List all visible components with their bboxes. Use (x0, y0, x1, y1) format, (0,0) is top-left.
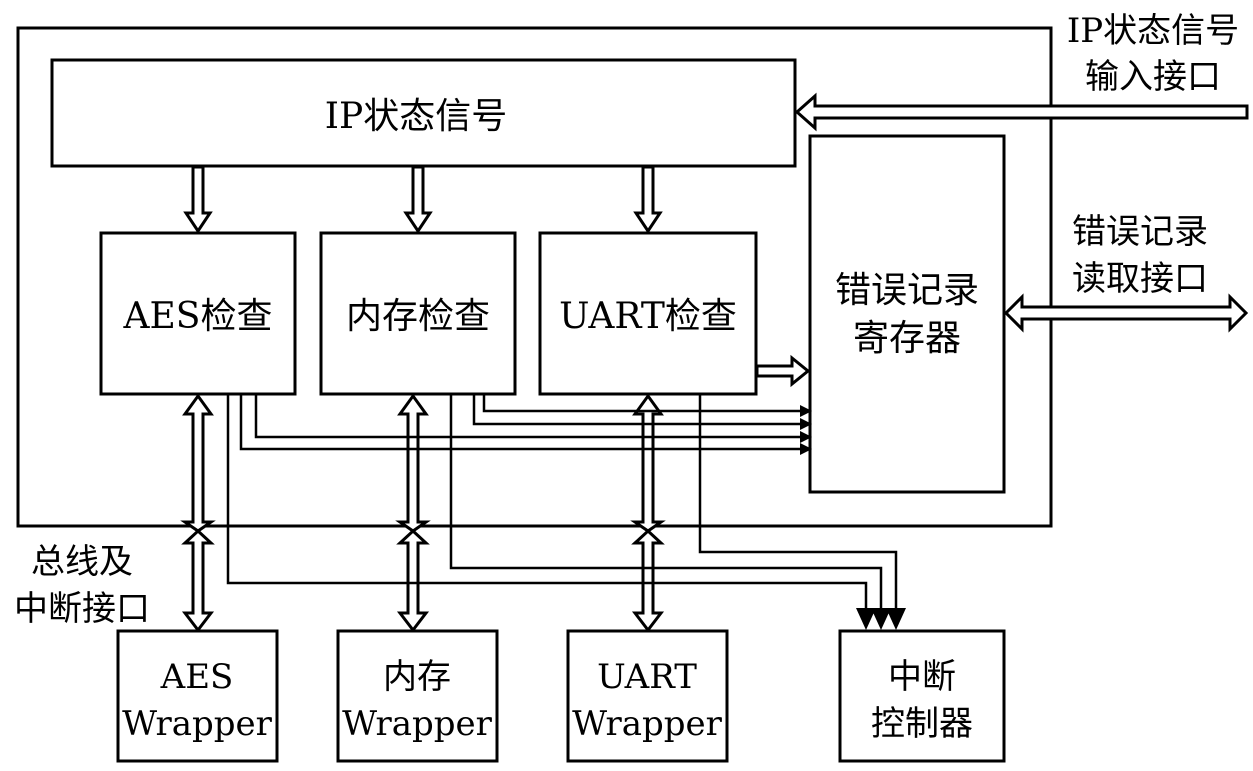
uart-check-label: UART检查 (559, 296, 737, 337)
memory-check-label: 内存检查 (346, 296, 490, 337)
interrupt-controller-label-line2: 控制器 (871, 704, 973, 744)
error-register-label-line2: 寄存器 (853, 318, 961, 359)
uart-check-box: UART检查 (538, 231, 758, 396)
aes-wrapper-label-line2: Wrapper (122, 704, 273, 744)
uart-wrapper-box: UART Wrapper (566, 629, 729, 763)
error-read-interface-label-line1: 错误记录 (1072, 212, 1208, 252)
bus-interrupt-interface-label-line1: 总线及 (31, 542, 133, 582)
ip-to-uart-check-arrow (633, 165, 663, 234)
memory-wrapper-label-line2: Wrapper (342, 704, 493, 744)
memory-wrapper-box: 内存 Wrapper (336, 629, 499, 763)
uart-wrapper-label-line2: Wrapper (572, 704, 723, 744)
aes-wrapper-box: AES Wrapper (116, 629, 279, 763)
aes-wrapper-label-line1: AES (160, 657, 234, 697)
ip-to-memory-check-arrow (403, 165, 433, 234)
error-read-bidirectional-arrow (1003, 293, 1249, 333)
uart-bus-bidirectional-arrow (630, 393, 666, 633)
error-read-interface-label-line2: 读取接口 (1072, 259, 1208, 299)
uart-wrapper-label-line1: UART (597, 657, 697, 697)
ip-to-aes-check-arrow (183, 165, 213, 234)
interrupt-controller-box: 中断 控制器 (838, 629, 1006, 763)
bus-interrupt-interface-label-line2: 中断接口 (14, 589, 150, 629)
ip-input-interface-label-line1: IP状态信号 (1067, 11, 1239, 51)
interrupt-controller-label-line1: 中断 (888, 657, 956, 697)
uart-check-to-register-arrow (755, 354, 811, 388)
error-register-label-line1: 错误记录 (835, 270, 979, 311)
aes-bus-bidirectional-arrow (180, 393, 216, 633)
ip-status-label: IP状态信号 (325, 96, 507, 137)
aes-check-box: AES检查 (99, 231, 297, 396)
ip-input-interface-label-line2: 输入接口 (1085, 57, 1221, 97)
ip-status-input-arrow (794, 92, 1249, 132)
error-signal-lines (239, 394, 812, 455)
error-record-register-box: 错误记录 寄存器 (808, 134, 1006, 494)
memory-wrapper-label-line1: 内存 (383, 657, 451, 697)
interrupt-signal-lines (226, 394, 906, 630)
memory-check-box: 内存检查 (319, 231, 517, 396)
aes-check-label: AES检查 (123, 296, 273, 337)
memory-bus-bidirectional-arrow (395, 393, 431, 633)
ip-status-block: IP状态信号 (50, 58, 797, 168)
